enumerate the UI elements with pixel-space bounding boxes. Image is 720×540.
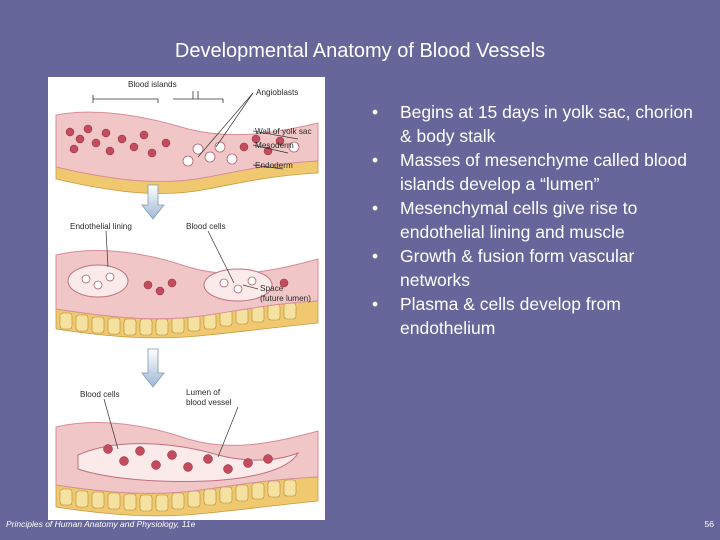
bullet-item: • Mesenchymal cells give rise to endothel… [372,196,702,244]
bullet-glyph: • [372,294,379,314]
label-wall-of-yolk-sac: Wall of yolk sac [255,127,312,136]
label-blood-cells-stage-2: Blood cells [186,222,226,231]
stage-1-blood-islands: Blood islands Angioblasts Wall of yolk s… [55,80,319,194]
bullet-item: • Plasma & cells develop from endothelium [372,292,702,340]
bullet-text: Growth & fusion form vascular networks [400,246,635,290]
stage-3-blood-vessel: Blood cells Lumen of blood vessel [55,388,319,517]
stage-1-mesoderm [55,111,319,183]
stage-2-lumen-formation: Endothelial lining Blood cells Space (fu… [55,222,319,339]
bullet-glyph: • [372,102,379,122]
slide-title: Developmental Anatomy of Blood Vessels [174,40,546,62]
bullet-text: Mesenchymal cells give rise to endotheli… [400,198,638,242]
bullet-text: Masses of mesenchyme called blood island… [400,150,687,194]
bullet-list: • Begins at 15 days in yolk sac, chorion … [372,100,702,340]
label-angioblasts: Angioblasts [256,88,298,97]
bullet-item: • Growth & fusion form vascular networks [372,244,702,292]
label-blood-islands: Blood islands [128,80,177,89]
label-lumen-of: Lumen of [186,388,221,397]
footer-book-title: Principles of Human Anatomy and Physiolo… [6,519,196,529]
bullet-text: Begins at 15 days in yolk sac, chorion &… [400,102,693,146]
bullet-item: • Begins at 15 days in yolk sac, chorion … [372,100,702,148]
page-number: 56 [704,519,714,529]
label-endothelial-lining: Endothelial lining [70,222,132,231]
label-space: Space [260,284,284,293]
down-arrow-icon [141,184,165,220]
bullet-text: Plasma & cells develop from endothelium [400,294,621,338]
bullet-glyph: • [372,150,379,170]
bullet-glyph: • [372,198,379,218]
label-mesoderm: Mesoderm [255,141,294,150]
down-arrow-icon [141,348,165,388]
label-blood-cells-stage-3: Blood cells [80,390,120,399]
blood-vessel-development-figure: Blood islands Angioblasts Wall of yolk s… [48,77,325,520]
label-future-lumen: (future lumen) [260,294,311,303]
bullet-item: • Masses of mesenchyme called blood islan… [372,148,702,196]
label-blood-vessel: blood vessel [186,398,232,407]
bullet-glyph: • [372,246,379,266]
stage-2-mesoderm [55,250,319,320]
label-endoderm: Endoderm [255,161,293,170]
